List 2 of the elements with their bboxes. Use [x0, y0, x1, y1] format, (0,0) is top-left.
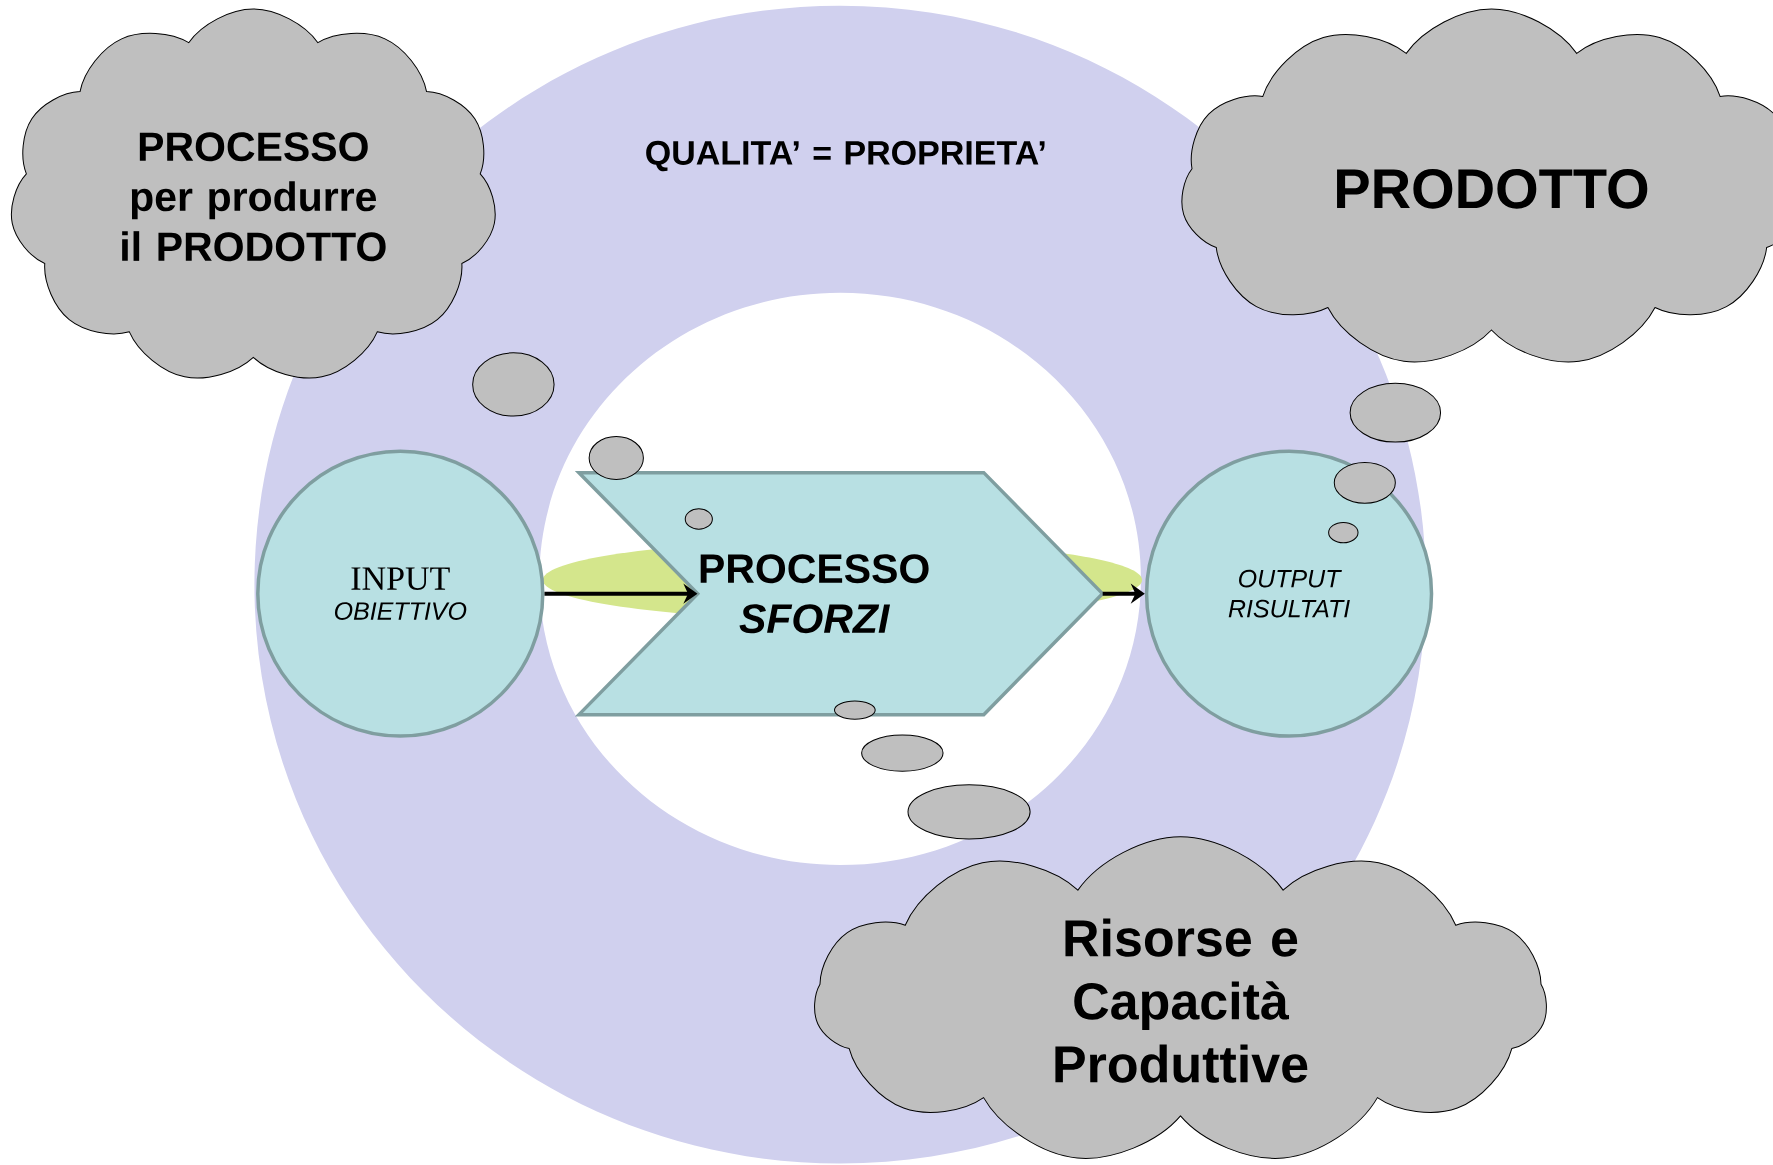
thought-cloud: PRODOTTO	[1181, 8, 1773, 544]
thought-cloud: Risorse e Capacità Produttive	[814, 700, 1547, 1159]
